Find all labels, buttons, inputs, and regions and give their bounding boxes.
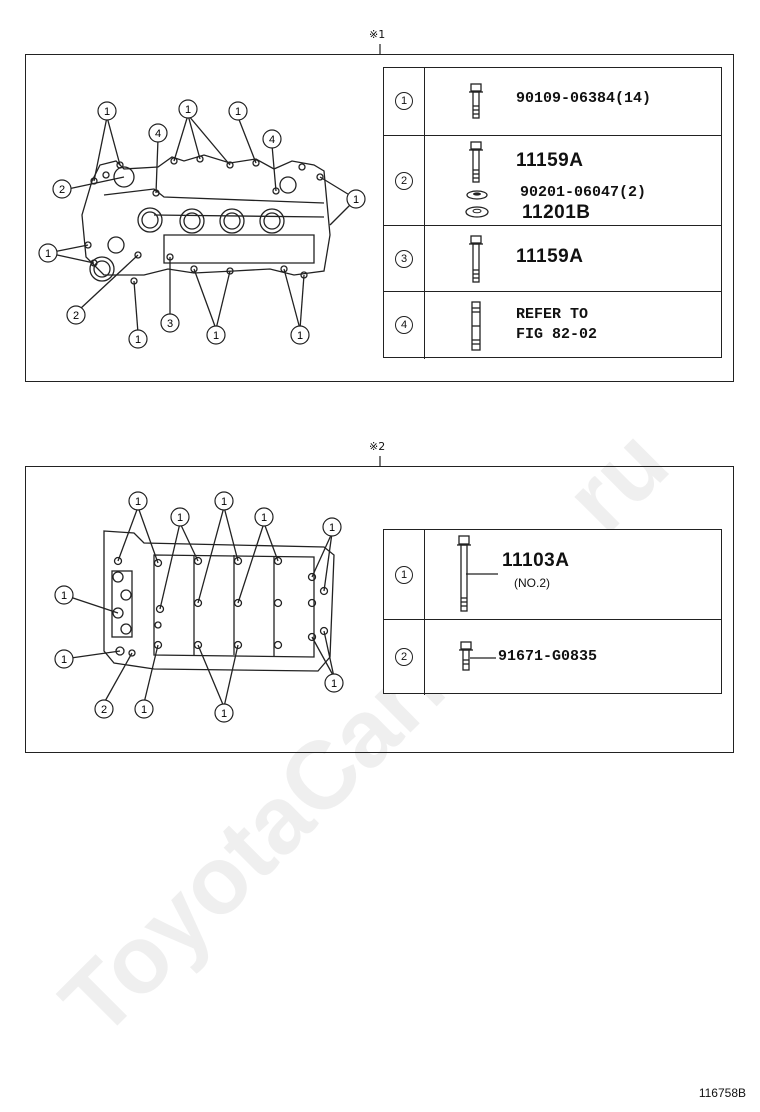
refer-figure: FIG 82-02 [516, 326, 598, 343]
svg-text:1: 1 [331, 678, 337, 690]
callout: 1 [322, 517, 342, 537]
callout: 1 [290, 325, 310, 345]
svg-text:1: 1 [353, 194, 359, 206]
cylinder-block-drawing: 1 1 1 1 1 1 1 1 2 1 1 [54, 491, 344, 723]
callout: 1 [214, 703, 234, 723]
svg-text:3: 3 [167, 318, 173, 330]
svg-text:1: 1 [297, 330, 303, 342]
callout: 1 [170, 507, 190, 527]
callout: 1 [134, 699, 154, 719]
svg-text:1: 1 [61, 590, 67, 602]
row-number: 4 [395, 316, 413, 334]
svg-text:1: 1 [141, 704, 147, 716]
figure-number: 116758B [698, 1086, 746, 1100]
long-bolt-icon [457, 535, 471, 612]
bolt-icon [469, 83, 483, 119]
panel2: 1 1 1 1 1 1 1 1 2 1 1 1 11103A (NO.2) 2 [25, 466, 734, 753]
svg-text:1: 1 [45, 248, 51, 260]
svg-text:2: 2 [73, 310, 79, 322]
panel1-label: ※1 [369, 28, 386, 41]
svg-text:1: 1 [329, 522, 335, 534]
callout: 1 [54, 585, 74, 605]
part-number: 91671-G0835 [498, 648, 598, 665]
bolt-icon [469, 235, 483, 283]
part-number: 90201-06047(2) [520, 184, 647, 201]
part-number: 11159A [516, 246, 584, 267]
callout: 1 [178, 99, 198, 119]
svg-text:2: 2 [59, 184, 65, 196]
bolt-icon [459, 641, 473, 671]
legend-row: 3 11159A [384, 226, 721, 292]
svg-text:1: 1 [213, 330, 219, 342]
panel1-legend: 1 90109-06384(14) 2 11159A 90201-06047(2… [383, 67, 722, 359]
refer-text: REFER TO [516, 306, 589, 323]
washer-icon [465, 206, 489, 218]
svg-text:1: 1 [221, 496, 227, 508]
legend-row: 2 91671-G0835 [384, 620, 721, 695]
callout: 1 [324, 673, 344, 693]
stud-icon [471, 301, 481, 351]
callout: 2 [94, 699, 114, 719]
callout: 1 [214, 491, 234, 511]
callout: 2 [52, 179, 72, 199]
svg-text:4: 4 [155, 128, 161, 140]
leader-line [466, 573, 498, 575]
svg-text:4: 4 [269, 134, 275, 146]
callout: 1 [97, 101, 117, 121]
svg-text:1: 1 [135, 496, 141, 508]
callout: 4 [262, 129, 282, 149]
svg-text:1: 1 [261, 512, 267, 524]
callout: 2 [66, 305, 86, 325]
row-number: 1 [395, 566, 413, 584]
part-number: 11159A [516, 150, 584, 171]
callout: 1 [228, 101, 248, 121]
callout: 1 [206, 325, 226, 345]
legend-row: 4 REFER TO FIG 82-02 [384, 292, 721, 359]
callout: 4 [148, 123, 168, 143]
row-number: 3 [395, 250, 413, 268]
svg-text:1: 1 [221, 708, 227, 720]
svg-text:1: 1 [61, 654, 67, 666]
legend-row: 1 90109-06384(14) [384, 68, 721, 136]
legend-row: 1 11103A (NO.2) [384, 530, 721, 620]
part-number: 90109-06384(14) [516, 90, 652, 107]
svg-text:2: 2 [101, 704, 107, 716]
callout: 1 [128, 491, 148, 511]
washer-icon [466, 190, 488, 200]
svg-text:1: 1 [104, 106, 110, 118]
row-number: 2 [395, 172, 413, 190]
legend-row: 2 11159A 90201-06047(2) 11201B [384, 136, 721, 226]
callout: 1 [254, 507, 274, 527]
svg-text:1: 1 [235, 106, 241, 118]
part-number: 11103A [502, 550, 570, 571]
part-note: (NO.2) [514, 576, 550, 590]
callout: 1 [128, 329, 148, 349]
panel1: 1 1 1 1 1 4 4 2 1 2 1 3 1 1 90109-06384(… [25, 54, 734, 382]
part-number: 11201B [522, 202, 591, 223]
panel1-callouts: 1 1 1 1 1 4 4 2 1 2 1 3 1 [38, 99, 366, 349]
cylinder-head-drawing: 1 1 1 1 1 4 4 2 1 2 1 3 1 [38, 99, 366, 349]
callout: 1 [346, 189, 366, 209]
bolt-icon [469, 141, 483, 183]
svg-text:1: 1 [135, 334, 141, 346]
row-number: 2 [395, 648, 413, 666]
callout: 1 [38, 243, 58, 263]
callout: 1 [54, 649, 74, 669]
leader-line [470, 657, 496, 659]
svg-text:1: 1 [185, 104, 191, 116]
row-number: 1 [395, 92, 413, 110]
svg-text:1: 1 [177, 512, 183, 524]
panel2-callouts: 1 1 1 1 1 1 1 1 2 1 1 [54, 491, 344, 723]
panel2-label: ※2 [369, 440, 386, 453]
callout: 3 [160, 313, 180, 333]
panel2-legend: 1 11103A (NO.2) 2 91671-G0835 [383, 529, 722, 695]
